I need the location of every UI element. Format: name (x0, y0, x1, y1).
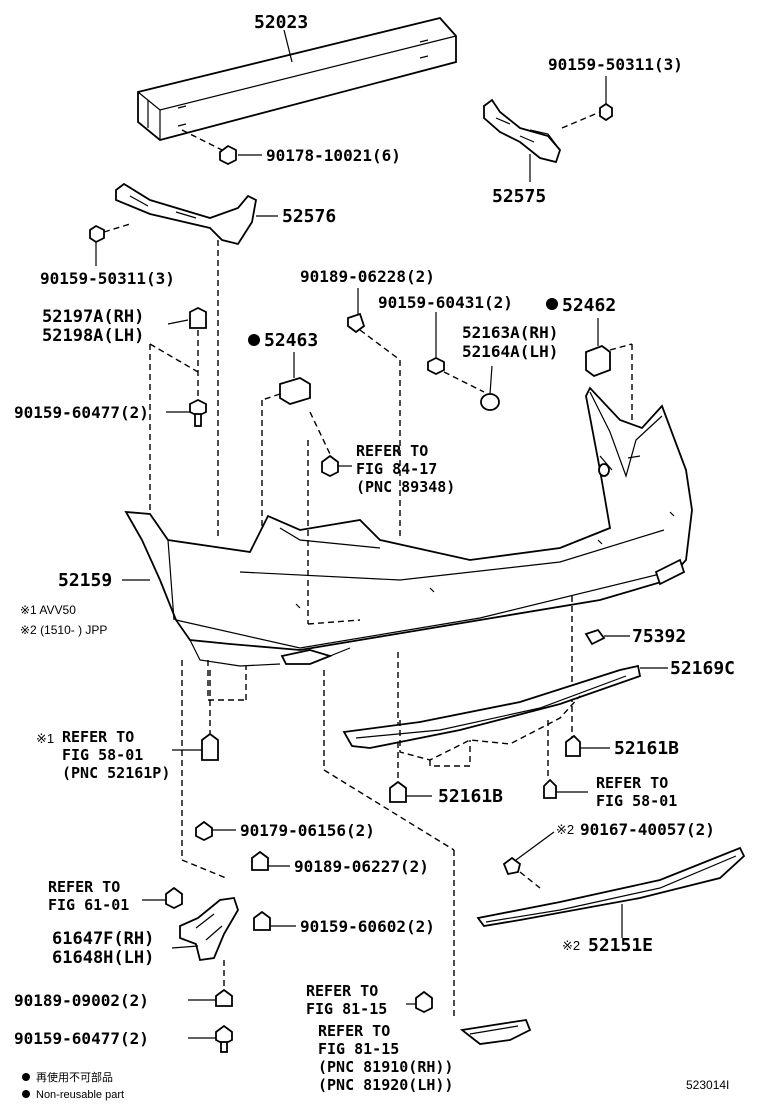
non-reusable-marker-52462 (546, 298, 558, 310)
refer-58-01-left-mark: ※1 (36, 731, 54, 746)
screw-90159-60477-top-icon (189, 398, 207, 427)
label-52023: 52023 (254, 12, 308, 33)
clip-90189-09002-icon (215, 988, 233, 1007)
retainer-52163a-icon (480, 393, 500, 411)
label-75392: 75392 (632, 626, 686, 647)
refer-81-15-b-line3: (PNC 81910(RH)) (318, 1058, 453, 1076)
label-61648h: 61648H(LH) (52, 948, 154, 968)
moulding-52169c-shape (342, 664, 642, 767)
label-52159: 52159 (58, 570, 112, 591)
label-61647f: 61647F(RH) (52, 929, 154, 949)
nut-90178-10021-icon (219, 144, 237, 166)
moulding-52151e-shape (476, 846, 746, 927)
pad-52462-icon (585, 344, 611, 378)
refer-81-15-a-line2: FIG 81-15 (306, 1000, 387, 1018)
pad-52463-icon (279, 377, 311, 405)
refer-58-01-left-line1: REFER TO (62, 728, 134, 746)
refer-81-15-b-line1: REFER TO (318, 1022, 390, 1040)
label-52197a: 52197A(RH) (42, 307, 144, 327)
label-52161b-mid: 52161B (438, 786, 503, 807)
refer-58-01-right-line1: REFER TO (596, 774, 668, 792)
clip-75392-icon (584, 628, 606, 646)
refer-84-17-line1: REFER TO (356, 442, 428, 460)
reinforcement-52023-shape (137, 16, 457, 141)
bumper-cover-52159-shape (124, 386, 693, 667)
label-90179-06156: 90179-06156(2) (240, 821, 375, 840)
legend-text-jp: 再使用不可部品 (36, 1070, 113, 1084)
retainer-52576-shape (115, 182, 258, 246)
non-reusable-marker-52463 (248, 334, 260, 346)
refer-58-01-right-line2: FIG 58-01 (596, 792, 677, 810)
label-90159-60477-bottom: 90159-60477(2) (14, 1029, 149, 1048)
fastener-refer-84-17-icon (321, 454, 339, 478)
label-52576: 52576 (282, 206, 336, 227)
label-90159-50311-top: 90159-50311(3) (548, 55, 683, 74)
refer-58-01-left-line3: (PNC 52161P) (62, 764, 170, 782)
label-52169c: 52169C (670, 658, 735, 679)
fastener-refer-61-01-icon (165, 886, 183, 910)
label-90178-10021: 90178-10021(6) (266, 146, 401, 165)
refer-81-15-b-line2: FIG 81-15 (318, 1040, 399, 1058)
label-52575: 52575 (492, 186, 546, 207)
refer-61-01-line2: FIG 61-01 (48, 896, 129, 914)
label-52161b-right: 52161B (614, 738, 679, 759)
label-52463: 52463 (264, 330, 318, 351)
label-52164a: 52164A(LH) (462, 342, 558, 361)
fastener-refer-81-15-icon (415, 990, 433, 1014)
label-52151e: 52151E (588, 935, 653, 956)
legend-text-en: Non-reusable part (36, 1089, 124, 1101)
retainer-52575-shape (483, 98, 562, 164)
refer-81-15-a-line1: REFER TO (306, 982, 378, 1000)
label-90189-06227: 90189-06227(2) (294, 857, 429, 876)
label-90167-40057: 90167-40057(2) (580, 820, 715, 839)
refer-84-17-line3: (PNC 89348) (356, 478, 455, 496)
label-52163a: 52163A(RH) (462, 323, 558, 342)
screw-90159-60602-icon (253, 910, 271, 931)
clip-52161b-mid-icon (389, 780, 407, 803)
label-90159-50311-left: 90159-50311(3) (40, 269, 175, 288)
stay-61647f-shape (179, 897, 239, 962)
label-52151e-mark: ※2 (562, 938, 580, 953)
clip-90189-06228-icon (347, 312, 366, 334)
reflector-refer-81-15-shape (459, 1019, 532, 1045)
label-90159-60602: 90159-60602(2) (300, 917, 435, 936)
legend-marker-jp (22, 1073, 30, 1081)
legend-marker-en (22, 1090, 30, 1098)
label-90159-60431: 90159-60431(2) (378, 293, 513, 312)
note-jpp: ※2 (1510- ) JPP (20, 623, 107, 637)
clip-90159-50311-left-icon (89, 224, 105, 244)
clip-90167-40057-icon (502, 856, 522, 876)
clip-52161b-right-icon (565, 734, 581, 757)
figure-code: 523014I (686, 1078, 729, 1092)
refer-84-17-line2: FIG 84-17 (356, 460, 437, 478)
refer-81-15-b-line4: (PNC 81920(LH)) (318, 1076, 453, 1094)
screw-90159-60431-icon (427, 356, 445, 376)
refer-61-01-line1: REFER TO (48, 878, 120, 896)
nut-90179-06156-icon (195, 820, 213, 842)
label-52198a: 52198A(LH) (42, 326, 144, 346)
clip-90189-06227-icon (251, 850, 269, 871)
note-avv50: ※1 AVV50 (20, 603, 76, 617)
clip-52197a-icon (189, 306, 207, 329)
screw-refer-58-01-right-icon (543, 778, 557, 799)
refer-58-01-left-line2: FIG 58-01 (62, 746, 143, 764)
label-90189-09002: 90189-09002(2) (14, 991, 149, 1010)
label-52462: 52462 (562, 295, 616, 316)
label-90189-06228: 90189-06228(2) (300, 267, 435, 286)
label-90159-60477-top: 90159-60477(2) (14, 403, 149, 422)
clip-refer-58-01-left-icon (201, 732, 219, 761)
clip-90159-50311-top-icon (599, 102, 613, 122)
screw-90159-60477-bottom-icon (215, 1024, 233, 1053)
label-90167-40057-mark: ※2 (556, 822, 574, 837)
